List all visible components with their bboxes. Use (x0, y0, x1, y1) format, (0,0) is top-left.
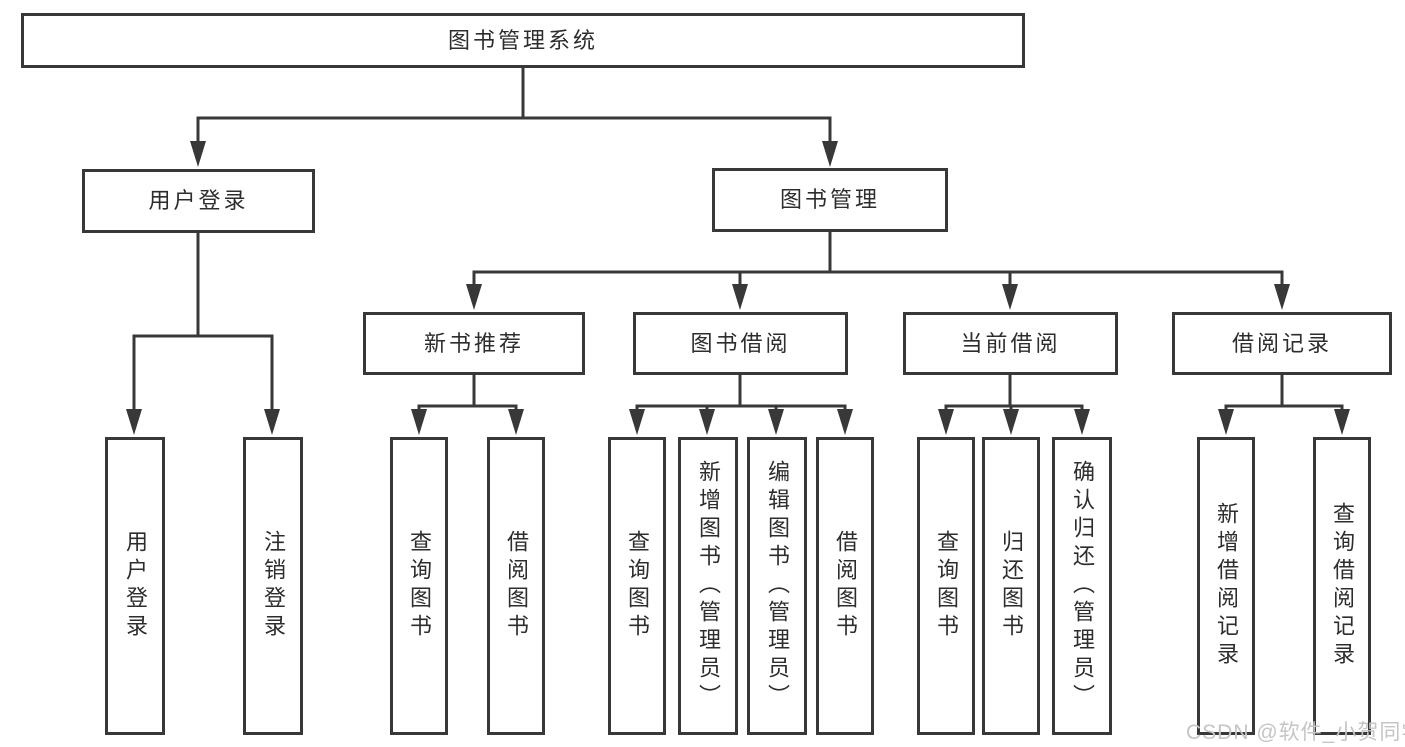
node-current-borrowing: 当前借阅 (903, 312, 1118, 375)
node-new-book-recommendation: 新书推荐 (363, 312, 585, 375)
leaf-user-login: 用户登录 (105, 437, 165, 735)
leaf-query-books-borrowing: 查询图书 (608, 437, 666, 735)
leaf-logout: 注销登录 (243, 437, 303, 735)
node-borrowing-records: 借阅记录 (1172, 312, 1392, 375)
leaf-borrow-books-recommend: 借阅图书 (487, 437, 545, 735)
leaf-query-books-recommend: 查询图书 (390, 437, 448, 735)
leaf-query-books-current: 查询图书 (917, 437, 975, 735)
leaf-add-borrow-record: 新增借阅记录 (1197, 437, 1255, 735)
node-book-management: 图书管理 (712, 168, 948, 232)
node-user-login: 用户登录 (82, 169, 315, 233)
node-library-management-system: 图书管理系统 (21, 13, 1025, 68)
csdn-watermark: CSDN @软件_小贺同学 (1186, 721, 1405, 744)
leaf-borrow-books-borrowing: 借阅图书 (816, 437, 874, 735)
leaf-confirm-return-admin: 确认归还（管理员） (1052, 437, 1112, 735)
leaf-return-books: 归还图书 (982, 437, 1040, 735)
leaf-query-borrow-record: 查询借阅记录 (1313, 437, 1371, 735)
node-book-borrowing: 图书借阅 (633, 312, 848, 375)
leaf-add-books-admin: 新增图书（管理员） (678, 437, 738, 735)
leaf-edit-books-admin: 编辑图书（管理员） (747, 437, 807, 735)
